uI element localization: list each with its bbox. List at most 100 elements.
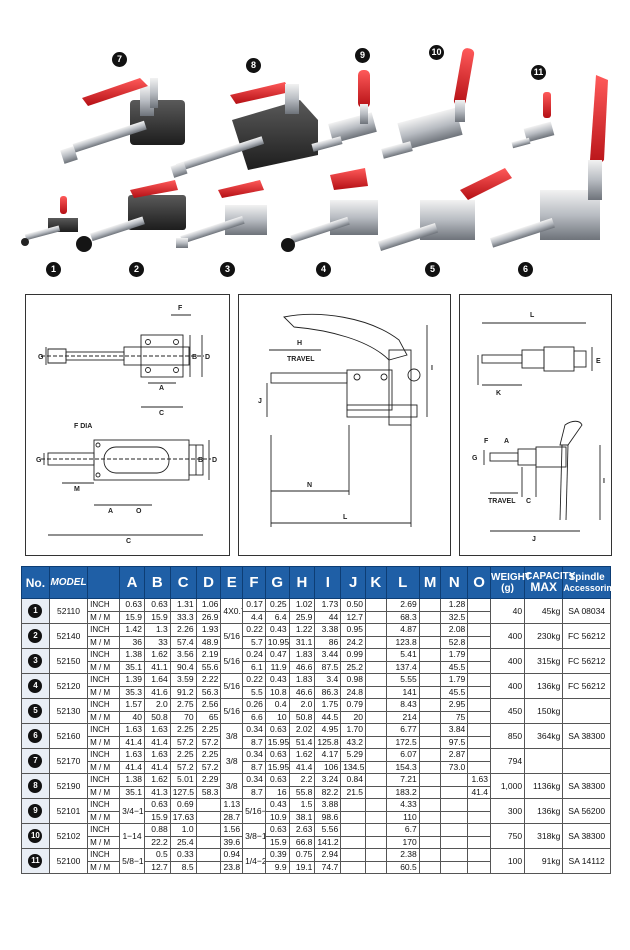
dim-inch-value: 0.34	[242, 773, 266, 787]
dim-mm-value: 65	[195, 710, 222, 724]
threaded-view-drawing: L E K F A G TRAVEL C I J	[472, 312, 605, 543]
model-number: 52101	[48, 798, 89, 824]
dim-mm-value: 38.1	[288, 810, 316, 824]
dim-inch-value: 0.43	[264, 623, 290, 637]
clamp-6-badge: 6	[518, 262, 533, 277]
dim-inch-value: 1.63	[119, 748, 145, 762]
row-number-badge: 8	[28, 779, 43, 793]
dim-mm-value: 15.9	[143, 610, 171, 624]
dim-inch-value	[418, 798, 442, 812]
dim-mm-value: 70	[169, 710, 197, 724]
dim-inch-value: 1.31	[169, 598, 197, 612]
dim-inch-value	[365, 698, 387, 712]
dim-inch-value: 2.08	[440, 623, 469, 637]
clamp-10-image	[381, 48, 475, 159]
row-number-badge: 7	[28, 754, 43, 768]
row-number: 9	[21, 798, 50, 824]
table-row: 952101INCH3/4−160.630.691.135/16−180.431…	[21, 798, 611, 824]
dim-inch-value: 2.19	[195, 648, 222, 662]
clamp-1-image	[21, 196, 78, 246]
unit-mm: M / M	[87, 760, 121, 774]
dim-mm-value: 73.0	[440, 760, 469, 774]
dim-inch-value: 5.55	[385, 673, 420, 687]
row-number-badge: 1	[28, 604, 43, 618]
dim-mm-value: 41.6	[143, 685, 171, 699]
dim-inch-value: 1.62	[288, 748, 316, 762]
clamp-4-image	[281, 168, 378, 252]
dim-inch-value: 6.07	[385, 748, 420, 762]
dim-inch-value: 2.25	[169, 748, 197, 762]
dim-inch-value: 7.21	[385, 773, 420, 787]
dim-mm-value: 41.1	[143, 660, 171, 674]
dim-inch-value	[365, 723, 387, 737]
dim-mm-value: 57.2	[195, 735, 222, 749]
unit-inch: INCH	[87, 798, 121, 812]
dim-mm-value: 35.3	[119, 685, 145, 699]
dim-inch-value: 0.88	[143, 823, 171, 837]
unit-inch: INCH	[87, 748, 121, 762]
header-spindle-label: Spindle	[568, 571, 605, 583]
dim-inch-value	[195, 823, 222, 837]
label-c: C	[526, 498, 531, 505]
dim-inch-value	[418, 823, 442, 837]
dim-mm-value: 98.6	[314, 810, 342, 824]
label-o: O	[136, 508, 142, 515]
dim-inch-value: 0.63	[264, 773, 290, 787]
capacity-value: 45kg	[524, 598, 564, 624]
dim-inch-value: 1.70	[340, 723, 367, 737]
dim-inch-value: 5.41	[385, 648, 420, 662]
dim-mm-value: 68.3	[385, 610, 420, 624]
dim-mm-value: 6.1	[242, 660, 266, 674]
model-number: 52110	[48, 598, 89, 624]
dim-mm-value: 40	[119, 710, 145, 724]
dim-inch-value	[418, 673, 442, 687]
dim-inch-value	[418, 848, 442, 862]
dim-mm-value: 141.2	[314, 835, 342, 849]
row-number: 6	[21, 723, 50, 749]
model-number: 52100	[48, 848, 89, 874]
dim-mm-value	[365, 860, 387, 874]
dim-inch-value: 0.34	[242, 748, 266, 762]
dim-mm-value	[467, 610, 491, 624]
label-b-bottom: B	[198, 457, 203, 464]
dim-mm-value: 50.8	[288, 710, 316, 724]
dim-mm-value: 8.7	[242, 735, 266, 749]
clamp-5-badge: 5	[425, 262, 440, 277]
dim-inch-value	[440, 798, 469, 812]
model-number: 52160	[48, 723, 89, 749]
header-weight-label: WEIGHT	[491, 571, 531, 583]
dim-f-thread: 5/16−18	[242, 798, 266, 824]
unit-mm: M / M	[87, 785, 121, 799]
dim-inch-value: 4.87	[385, 623, 420, 637]
label-a-bottom: A	[108, 508, 113, 515]
label-j: J	[258, 398, 262, 405]
label-n: N	[307, 482, 312, 489]
dim-mm-value: 41.4	[119, 735, 145, 749]
model-number: 52140	[48, 623, 89, 649]
unit-mm: M / M	[87, 635, 121, 649]
label-c: C	[159, 410, 164, 417]
clamp-2-badge: 2	[129, 262, 144, 277]
dim-inch-value	[365, 773, 387, 787]
dim-mm-value	[418, 810, 442, 824]
dim-inch-value: 5.01	[169, 773, 197, 787]
dim-inch-value	[418, 648, 442, 662]
dim-mm-value	[365, 685, 387, 699]
dim-mm-value	[418, 685, 442, 699]
dim-inch-value: 2.75	[169, 698, 197, 712]
dim-inch-value	[418, 773, 442, 787]
dim-inch-value: 1.38	[119, 648, 145, 662]
dim-mm-value: 8.7	[242, 760, 266, 774]
dim-inch-value: 2.38	[385, 848, 420, 862]
dim-inch-value: 0.94	[220, 848, 244, 862]
dim-mm-value: 25.2	[340, 660, 367, 674]
dim-mm-value	[365, 660, 387, 674]
dim-inch-value: 0.63	[264, 723, 290, 737]
dim-inch-value: 2.25	[195, 748, 222, 762]
